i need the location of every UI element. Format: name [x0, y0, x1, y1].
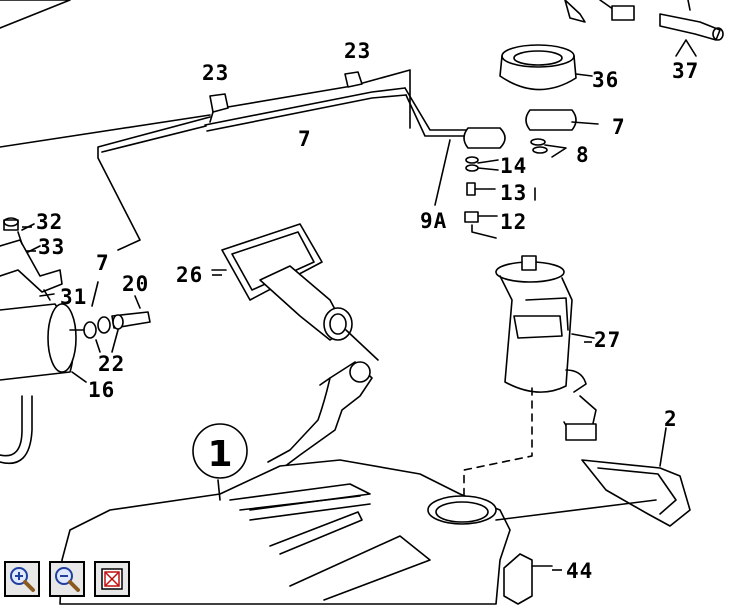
fuel-tank-1	[59, 459, 657, 605]
tank-callout-circle	[192, 423, 248, 479]
magnifier-plus-icon	[10, 567, 35, 592]
label-part-20: 20	[122, 272, 149, 296]
part-labels: 1 2 7 7 7 8 9A 12 13 14 16 20 22 23 23 2…	[36, 39, 699, 583]
bracket-2	[581, 427, 691, 527]
vent-pipe-left	[97, 116, 211, 251]
magnifier-minus-icon	[55, 567, 80, 592]
label-part-1: 1	[207, 434, 232, 475]
filler-hose	[267, 361, 373, 471]
label-part-16: 16	[88, 378, 115, 402]
label-part-23-right: 23	[344, 39, 371, 63]
label-part-22: 22	[98, 352, 125, 376]
bracket-44	[503, 553, 553, 605]
label-part-44: 44	[566, 559, 593, 583]
clip-23-right	[344, 71, 363, 88]
fuel-pump-27	[495, 255, 597, 441]
zoom-toolbar	[4, 561, 130, 601]
label-part-26: 26	[176, 263, 203, 287]
label-part-37: 37	[672, 59, 699, 83]
parts-37	[564, 0, 724, 57]
label-part-12: 12	[500, 210, 527, 234]
clip-23-left	[209, 93, 229, 123]
label-part-33: 33	[38, 235, 65, 259]
label-part-31: 31	[60, 285, 87, 309]
zoom-in-button[interactable]	[4, 561, 40, 597]
label-part-32: 32	[36, 210, 63, 234]
pointer-9a	[434, 139, 451, 206]
bolt-20	[69, 281, 151, 383]
u-pipe-7	[463, 109, 599, 149]
zoom-out-button[interactable]	[49, 561, 85, 597]
label-part-7-fuel-line: 7	[298, 127, 312, 151]
fuel-line-top-left	[0, 0, 211, 148]
label-part-2: 2	[664, 407, 678, 431]
fit-window-button[interactable]	[94, 561, 130, 597]
label-part-13: 13	[500, 181, 527, 205]
pump-dash-line	[463, 387, 533, 496]
label-part-8: 8	[576, 143, 590, 167]
label-part-14: 14	[500, 154, 527, 178]
fit-window-icon	[101, 568, 123, 590]
connector-parts	[464, 138, 567, 239]
filler-neck-26	[211, 223, 379, 361]
label-part-27: 27	[594, 328, 621, 352]
tank-cap-36	[499, 44, 593, 91]
label-part-23-left: 23	[202, 61, 229, 85]
label-part-9a: 9A	[420, 209, 447, 233]
fuel-filter-16	[0, 289, 77, 465]
label-part-7-u-pipe: 7	[612, 115, 626, 139]
label-part-36: 36	[592, 68, 619, 92]
label-leaders	[22, 226, 592, 571]
label-part-7-washer: 7	[96, 251, 110, 275]
